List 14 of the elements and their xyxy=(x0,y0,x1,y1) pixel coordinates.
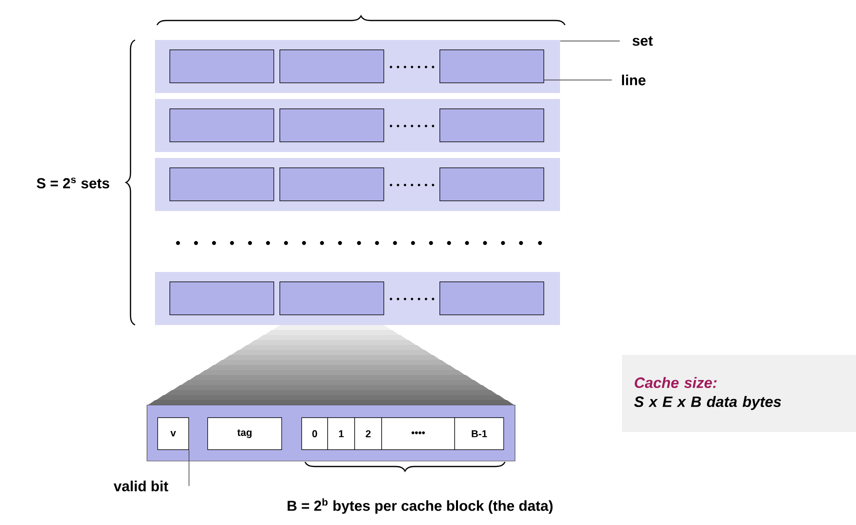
brace-label: B = 2$^{b}$ bytes per cache block (the data) xyxy=(288,498,553,514)
field-cell: v xyxy=(157,417,189,450)
field-cell: 1 xyxy=(327,417,355,450)
leader-line xyxy=(560,40,620,42)
leader-label: set xyxy=(632,36,653,46)
field-cell: tag xyxy=(207,417,282,450)
leader-label: valid bit xyxy=(114,480,168,492)
leader-line xyxy=(188,450,190,486)
field-cell: 0 xyxy=(301,417,328,450)
note-box: Cache size: S x E x B data bytes xyxy=(622,355,856,432)
leader-label: line xyxy=(622,74,646,86)
field-cell: B-1 xyxy=(454,417,504,450)
field-cell: 2 xyxy=(354,417,382,450)
brace-label: S = 2$^{s}$ sets xyxy=(36,178,110,188)
